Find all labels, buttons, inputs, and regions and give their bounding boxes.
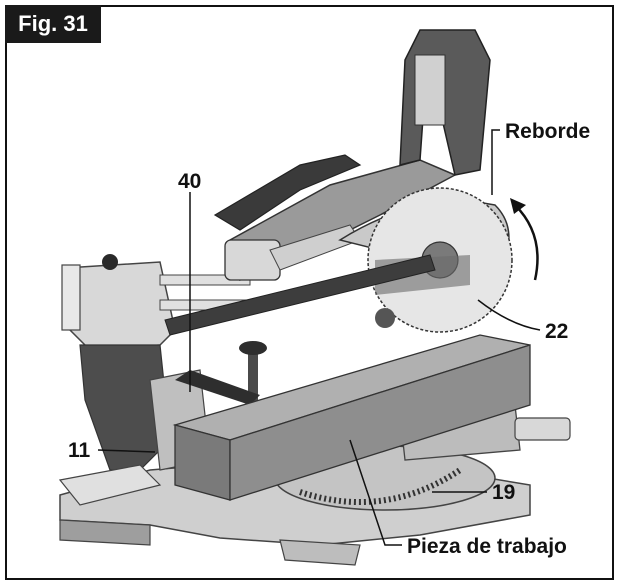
label-40: 40 (178, 170, 201, 193)
workpiece (172, 334, 531, 501)
leader-reborde (491, 129, 500, 195)
saw-head (213, 29, 491, 281)
label-reborde: Reborde (505, 120, 590, 143)
miter-scale (299, 467, 462, 506)
leader-22 (477, 299, 541, 331)
label-19: 19 (492, 481, 515, 504)
leader-11 (97, 449, 156, 453)
arm-brace (164, 254, 436, 336)
rotation-arrow (514, 204, 539, 281)
rotation-arrow-head (510, 198, 526, 214)
left-fence (61, 254, 211, 471)
figure-label: Fig. 31 (5, 5, 101, 43)
label-pieza: Pieza de trabajo (407, 535, 567, 558)
handle (213, 154, 362, 231)
left-foot (58, 464, 162, 506)
blade-assembly (338, 187, 513, 333)
label-11: 11 (68, 439, 91, 462)
leader-pieza (349, 439, 402, 546)
label-22: 22 (545, 320, 568, 343)
